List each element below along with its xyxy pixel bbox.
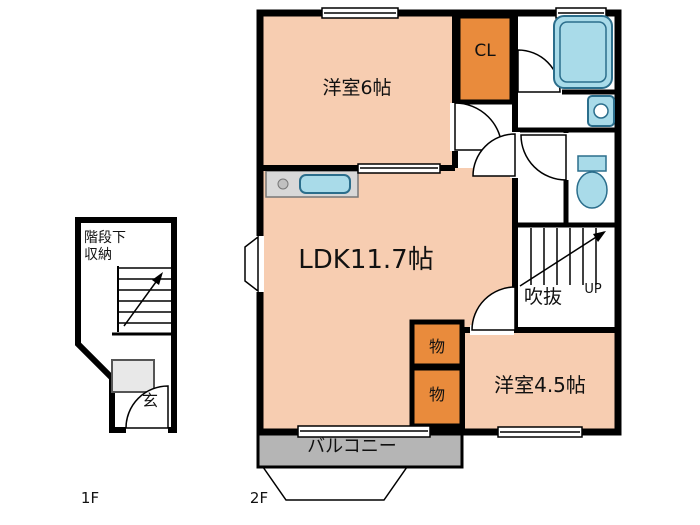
western-room-45-area bbox=[462, 330, 618, 432]
bay-window-ldk bbox=[244, 235, 259, 293]
toilet-bowl-icon bbox=[576, 171, 608, 209]
label-floor-2f: 2F bbox=[250, 489, 268, 507]
toilet-tank-icon bbox=[577, 155, 607, 172]
door-arc-hall bbox=[472, 133, 516, 177]
label-stair-storage-line2: 収納 bbox=[84, 247, 112, 263]
stairs-2f-direction-line bbox=[519, 231, 605, 287]
label-closet-cl: CL bbox=[474, 41, 496, 61]
bathtub-inner-line bbox=[559, 21, 607, 83]
label-western-room-6: 洋室6帖 bbox=[322, 77, 391, 99]
label-stair-storage-line1: 階段下 bbox=[84, 230, 126, 246]
label-ldk: LDK11.7帖 bbox=[298, 245, 433, 275]
stairs-1f-arrow-icon bbox=[152, 272, 163, 285]
floor-2f: 洋室6帖 CL LDK11.7帖 吹抜 UP 物 物 洋室4.5帖 バルコニー … bbox=[244, 7, 622, 507]
washbasin-bowl-line bbox=[593, 103, 609, 119]
stairs-2f-treads bbox=[530, 228, 597, 285]
stairs-2f-arrow-icon bbox=[593, 231, 606, 242]
opening-bay-window bbox=[256, 236, 264, 292]
balcony-bay-outline bbox=[261, 466, 409, 501]
stairs-1f-direction-line bbox=[123, 274, 162, 327]
kitchen-sink-icon bbox=[299, 174, 351, 194]
label-balcony: バルコニー bbox=[307, 436, 397, 457]
floor-1f: 階段下 収納 玄 1F bbox=[75, 217, 177, 507]
label-up: UP bbox=[584, 282, 602, 297]
label-floor-1f: 1F bbox=[81, 489, 99, 507]
entrance-hall-area bbox=[75, 217, 177, 433]
label-western-room-45: 洋室4.5帖 bbox=[494, 373, 586, 397]
bathtub-icon bbox=[553, 15, 613, 89]
label-entrance: 玄 bbox=[142, 391, 158, 410]
closet-cl-box bbox=[455, 13, 515, 105]
label-storage-bottom: 物 bbox=[429, 385, 445, 404]
kitchen-burner-icon bbox=[277, 178, 289, 190]
door-arc-entrance bbox=[125, 385, 169, 429]
stairs-1f-treads bbox=[118, 267, 172, 324]
genkan-step bbox=[111, 359, 155, 393]
western-room-6-area bbox=[260, 13, 455, 168]
door-arc-western45 bbox=[471, 286, 516, 331]
label-void: 吹抜 bbox=[524, 286, 562, 308]
storage-bottom-box bbox=[409, 365, 465, 429]
door-arc-toilet bbox=[520, 134, 567, 181]
door-arc-bath bbox=[517, 49, 561, 93]
label-storage-top: 物 bbox=[429, 337, 445, 356]
